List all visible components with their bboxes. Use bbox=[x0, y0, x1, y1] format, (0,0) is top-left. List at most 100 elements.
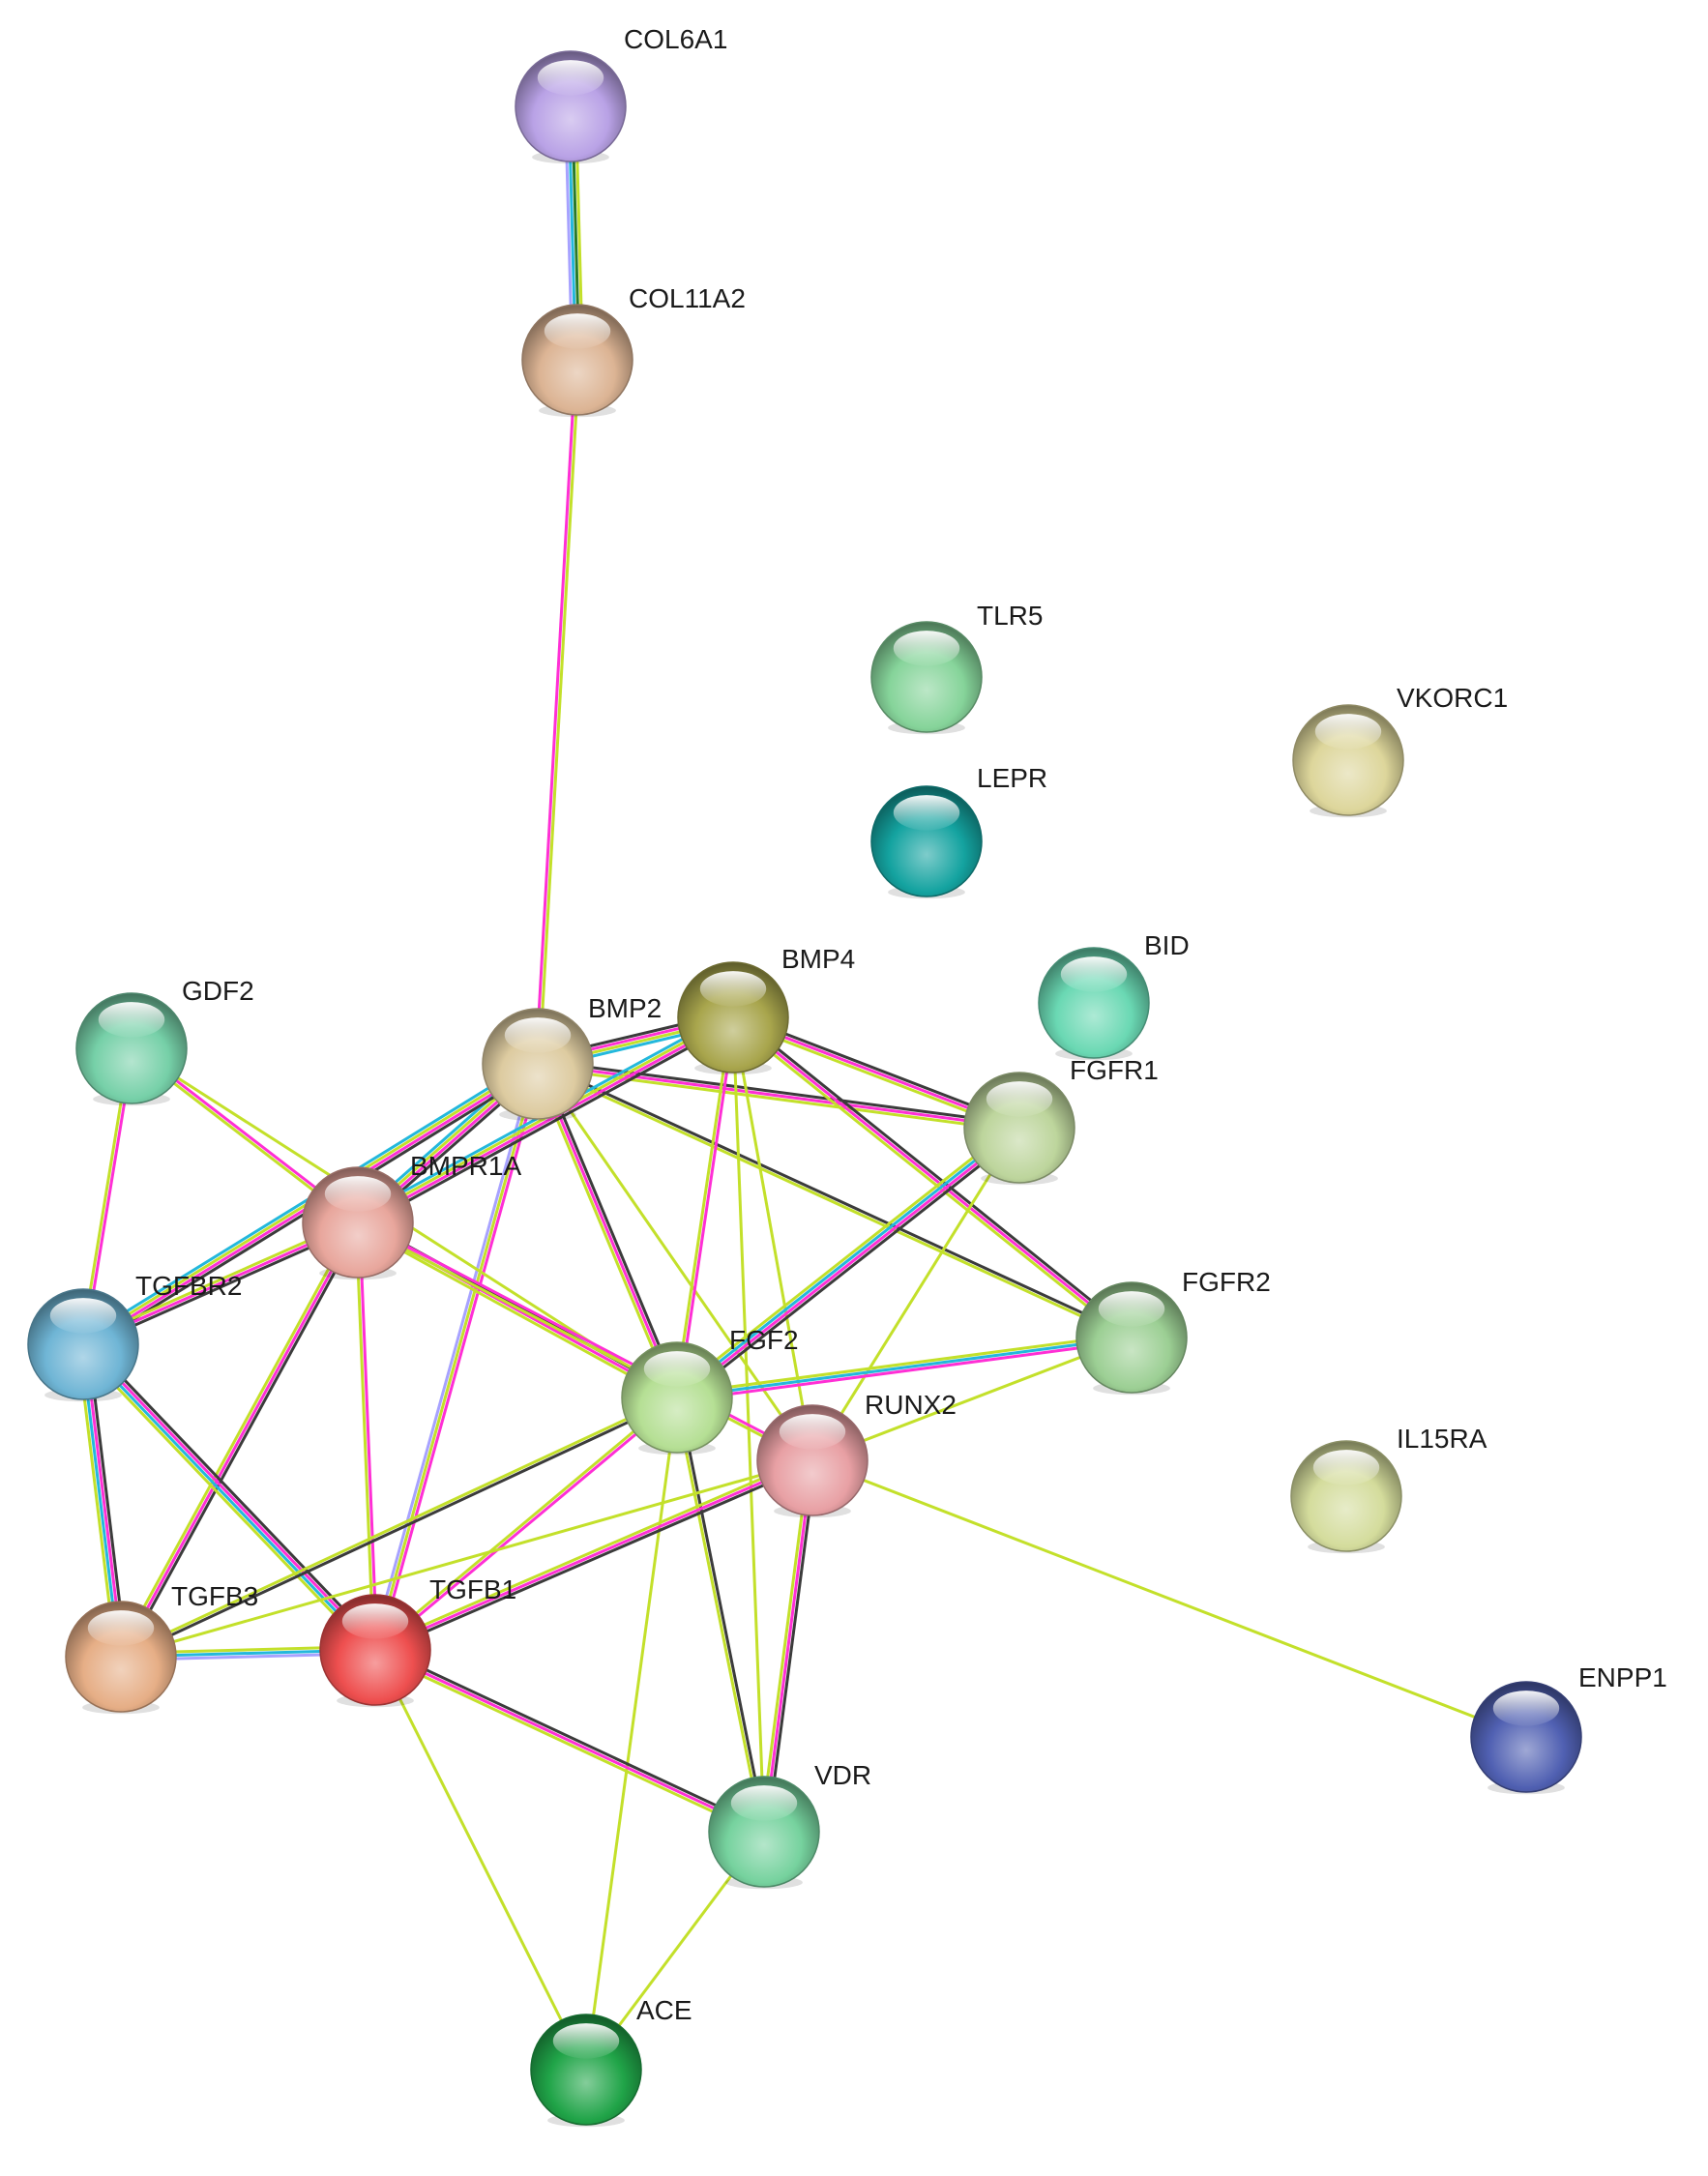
label-fgf2: FGF2 bbox=[729, 1325, 799, 1355]
edge-fgf2-vdr bbox=[673, 1397, 768, 1833]
node-ace[interactable] bbox=[530, 2014, 642, 2128]
node-fgfr1[interactable] bbox=[963, 1072, 1075, 1186]
label-lepr: LEPR bbox=[977, 763, 1047, 793]
node-tgfb3[interactable] bbox=[65, 1601, 177, 1715]
node-highlight bbox=[324, 1176, 392, 1212]
node-bid[interactable] bbox=[1038, 947, 1150, 1061]
edge-line-magenta bbox=[534, 359, 577, 1064]
node-gdf2[interactable] bbox=[75, 992, 188, 1106]
node-highlight bbox=[643, 1351, 711, 1387]
edge-line-yellow-green bbox=[729, 1018, 1131, 1341]
edge-line-black bbox=[538, 1058, 1020, 1126]
edge-line-black bbox=[375, 1461, 815, 1655]
node-col11a2[interactable] bbox=[521, 304, 633, 418]
edge-line-magenta bbox=[677, 1339, 1133, 1403]
label-fgfr1: FGFR1 bbox=[1070, 1055, 1159, 1085]
node-tgfbr2[interactable] bbox=[27, 1288, 139, 1402]
edge-line-magenta bbox=[358, 1221, 379, 1650]
edge-fgf2-tgfb1 bbox=[372, 1395, 680, 1653]
edge-line-yellow-green bbox=[355, 1223, 676, 1402]
edge-line-magenta bbox=[377, 1064, 543, 1652]
node-bmpr1a[interactable] bbox=[302, 1166, 414, 1280]
edge-line-yellow-green bbox=[373, 1649, 588, 2071]
edge-line-cyan bbox=[80, 1344, 375, 1653]
label-tgfb1: TGFB1 bbox=[429, 1574, 516, 1604]
edge-fgfr1-runx2 bbox=[810, 1127, 1021, 1461]
edge-bmp4-runx2 bbox=[731, 1016, 814, 1461]
label-bmp4: BMP4 bbox=[781, 944, 855, 974]
edge-line-yellow-green bbox=[673, 1016, 733, 1397]
edge-tgfb1-vdr bbox=[372, 1645, 767, 1837]
edge-line-black bbox=[85, 1339, 380, 1648]
node-highlight bbox=[1098, 1291, 1165, 1327]
node-highlight bbox=[893, 631, 960, 666]
edge-line-magenta bbox=[732, 1015, 1133, 1339]
node-highlight bbox=[1060, 956, 1128, 992]
node-fgfr2[interactable] bbox=[1075, 1281, 1188, 1396]
edge-line-lavender bbox=[370, 1062, 536, 1650]
edge-line-yellow-green bbox=[119, 1395, 677, 1657]
edge-fgf2-tgfb3 bbox=[119, 1395, 679, 1660]
edge-line-yellow-green bbox=[584, 1397, 679, 2071]
node-enpp1[interactable] bbox=[1470, 1681, 1582, 1795]
node-highlight bbox=[544, 313, 611, 349]
label-vkorc1: VKORC1 bbox=[1397, 683, 1508, 713]
node-col6a1[interactable] bbox=[515, 50, 627, 164]
edge-runx2-tgfb1 bbox=[372, 1456, 815, 1655]
edge-bmp2-fgfr2 bbox=[536, 1061, 1134, 1340]
edge-line-black bbox=[359, 1020, 737, 1229]
node-vkorc1[interactable] bbox=[1292, 704, 1404, 818]
edge-fgf2-ace bbox=[584, 1397, 679, 2071]
node-lepr[interactable] bbox=[870, 785, 983, 899]
edge-tgfb1-ace bbox=[373, 1649, 588, 2071]
edge-line-black bbox=[679, 1131, 1024, 1403]
edge-line-yellow-green bbox=[120, 1458, 813, 1659]
edge-bmp4-fgf2 bbox=[673, 1016, 737, 1398]
edge-line-black bbox=[766, 1460, 818, 1833]
node-bmp4[interactable] bbox=[677, 961, 789, 1075]
label-bmp2: BMP2 bbox=[588, 993, 662, 1023]
edge-line-magenta bbox=[677, 1017, 737, 1398]
node-bmp2[interactable] bbox=[482, 1008, 594, 1122]
label-runx2: RUNX2 bbox=[865, 1390, 957, 1420]
edge-line-yellow-green bbox=[676, 1332, 1132, 1396]
node-runx2[interactable] bbox=[756, 1404, 869, 1518]
edge-col11a2-bmp2 bbox=[534, 359, 581, 1065]
edge-line-yellow-green bbox=[536, 1064, 1132, 1340]
edge-bmp2-runx2 bbox=[536, 1063, 814, 1461]
edge-line-black bbox=[375, 1645, 767, 1831]
edge-line-yellow-green bbox=[672, 1122, 1017, 1395]
edge-line-black bbox=[122, 1223, 363, 1660]
edge-runx2-vdr bbox=[758, 1459, 818, 1833]
node-vdr[interactable] bbox=[708, 1776, 820, 1890]
node-highlight bbox=[779, 1414, 846, 1450]
edge-line-yellow-green bbox=[536, 1063, 814, 1461]
edge-line-magenta bbox=[358, 1220, 814, 1460]
node-fgf2[interactable] bbox=[621, 1341, 733, 1456]
edge-bmpr1a-tgfb1 bbox=[354, 1221, 379, 1651]
edge-line-magenta bbox=[374, 1648, 765, 1834]
label-col11a2: COL11A2 bbox=[629, 283, 746, 313]
edge-line-cyan bbox=[676, 1336, 1133, 1399]
node-highlight bbox=[1492, 1691, 1560, 1726]
edge-line-magenta bbox=[677, 1128, 1022, 1400]
node-highlight bbox=[1314, 714, 1382, 750]
label-tlr5: TLR5 bbox=[977, 601, 1043, 631]
edge-line-yellow-green bbox=[372, 1456, 812, 1649]
edge-runx2-enpp1 bbox=[811, 1458, 1527, 1739]
node-highlight bbox=[49, 1298, 117, 1334]
node-tlr5[interactable] bbox=[870, 621, 983, 735]
edge-line-yellow-green bbox=[372, 1395, 677, 1650]
label-ace: ACE bbox=[636, 1995, 692, 2025]
node-highlight bbox=[893, 795, 960, 831]
node-highlight bbox=[1312, 1450, 1380, 1485]
edge-line-yellow-green bbox=[116, 1220, 357, 1656]
edge-bmp4-fgfr2 bbox=[729, 1014, 1135, 1341]
node-highlight bbox=[537, 60, 604, 96]
node-il15ra[interactable] bbox=[1290, 1440, 1402, 1554]
node-tgfb1[interactable] bbox=[319, 1594, 431, 1708]
node-highlight bbox=[504, 1017, 572, 1053]
edge-runx2-tgfb3 bbox=[120, 1458, 813, 1659]
node-highlight bbox=[552, 2023, 620, 2059]
edge-line-yellow-green bbox=[811, 1336, 1133, 1462]
